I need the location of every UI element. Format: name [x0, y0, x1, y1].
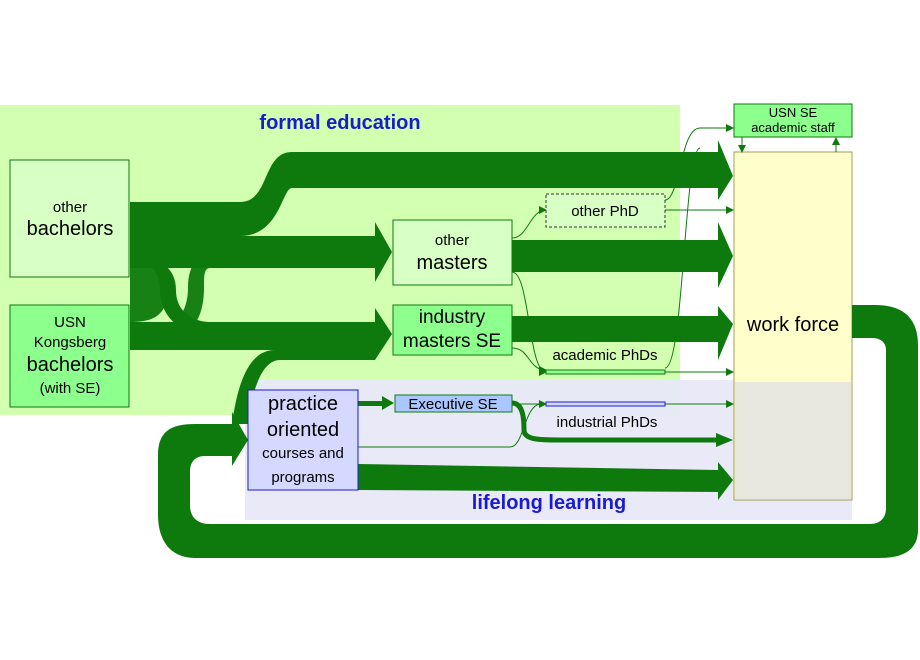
flow-bachelors-to-workforce	[130, 140, 733, 236]
industrial-phds-bar	[545, 401, 666, 407]
flow-practice-to-industry-masters	[232, 350, 375, 424]
flow-masters-to-other-phd	[511, 206, 547, 239]
practice-line2: oriented	[267, 419, 339, 441]
flow-lifelong-loop	[158, 305, 918, 558]
flow-practice-to-industrial-phd	[358, 403, 541, 448]
industry-masters-line1: industry	[419, 307, 486, 328]
usn-staff-box	[733, 103, 853, 138]
usn-bachelors-line1: USN	[54, 314, 86, 331]
flow-usn-to-industry-masters	[130, 308, 392, 360]
lifelong-learning-title: lifelong learning	[472, 492, 626, 514]
other-phd-label: other PhD	[571, 203, 639, 220]
usn-bachelors-line3: bachelors	[27, 354, 114, 376]
industry-masters-box	[392, 304, 513, 356]
flow-cross-b	[130, 256, 210, 336]
formal-education-title: formal education	[259, 112, 420, 134]
flow-industry-to-academic-phd	[511, 347, 547, 374]
other-masters-line2: masters	[416, 252, 487, 274]
practice-line3: courses and	[262, 445, 344, 462]
practice-line1: practice	[268, 393, 338, 415]
flow-other-masters-to-workforce	[512, 222, 733, 288]
other-phd-box	[545, 193, 666, 228]
usn-bachelors-line4: (with SE)	[40, 380, 101, 397]
academic-phds-bar	[545, 369, 666, 375]
flow-other-phd-to-staff	[664, 124, 734, 201]
practice-box	[247, 389, 359, 491]
usn-staff-line1: USN SE	[769, 105, 818, 120]
work-force-label: work force	[746, 314, 839, 336]
other-bachelors-line1: other	[53, 199, 87, 216]
flow-practice-to-executive	[358, 396, 394, 410]
flow-executive-to-workforce	[511, 400, 718, 443]
other-bachelors-line2: bachelors	[27, 218, 114, 240]
industry-masters-line2: masters SE	[403, 331, 501, 352]
other-bachelors-box	[9, 159, 130, 278]
other-masters-box	[392, 219, 513, 286]
executive-se-label: Executive SE	[408, 396, 497, 413]
usn-bachelors-box	[9, 304, 130, 408]
industrial-phds-label: industrial PhDs	[557, 414, 658, 431]
thin-flows	[358, 124, 840, 448]
flow-academic-phd-to-staff	[664, 147, 701, 369]
usn-staff-line2: academic staff	[751, 120, 835, 135]
academic-phds-label: academic PhDs	[552, 347, 657, 364]
other-masters-line1: other	[435, 232, 469, 249]
executive-se-box	[394, 394, 513, 413]
practice-line4: programs	[271, 469, 334, 486]
usn-bachelors-line2: Kongsberg	[34, 334, 107, 351]
flow-practice-to-workforce	[358, 462, 733, 500]
